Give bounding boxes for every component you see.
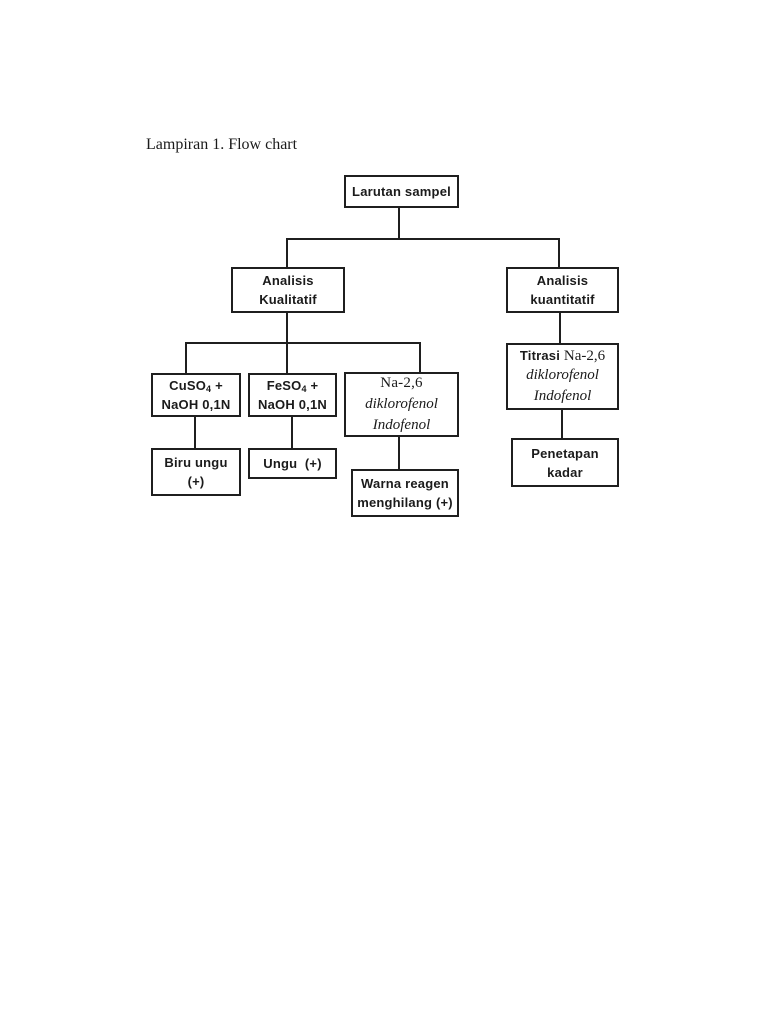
connector-na26-drop <box>419 342 421 372</box>
flowchart-node-warna-reagen: Warna reagen menghilang (+) <box>351 469 459 517</box>
node-label-line2: NaOH 0,1N <box>258 397 327 412</box>
connector-cuso4-result <box>194 417 196 448</box>
node-label-line1: Na-2,6 <box>380 375 423 391</box>
connector-qualitative-down <box>286 313 288 344</box>
node-label-line2: kadar <box>547 464 583 480</box>
node-label-formula: CuSO4 + <box>169 378 223 394</box>
connector-root-down <box>398 208 400 239</box>
flowchart-node-analisis-kualitatif: Analisis Kualitatif <box>231 267 345 313</box>
connector-level1-horizontal <box>286 238 560 240</box>
node-label-line2: NaOH 0,1N <box>161 397 231 412</box>
node-label-line3: Indofenol <box>533 387 592 404</box>
flowchart-node-analisis-kuantitatif: Analisis kuantitatif <box>506 267 619 313</box>
node-label-line1: Warna reagen <box>361 476 449 491</box>
page-title: Lampiran 1. Flow chart <box>146 136 298 153</box>
node-label: Ungu (+) <box>263 456 322 471</box>
node-label-line1: Analisis <box>262 273 314 288</box>
node-label-line2: diklorofenol <box>365 396 438 412</box>
flowchart-node-larutan-sampel: Larutan sampel <box>344 175 459 208</box>
node-label: Larutan sampel <box>352 184 451 199</box>
flowchart-node-penetapan-kadar: Penetapan kadar <box>511 438 619 487</box>
node-label-line3: Indofenol <box>372 417 431 433</box>
flowchart-node-feso4-naoh: FeSO4 + NaOH 0,1N <box>248 373 337 417</box>
node-label-line1: Penetapan <box>531 445 599 461</box>
connector-cuso4-drop <box>185 342 187 373</box>
node-label-line2: (+) <box>187 474 205 489</box>
node-label-line2: Kualitatif <box>259 292 317 307</box>
connector-feso4-drop <box>286 342 288 373</box>
node-label-line1: Titrasi Na-2,6 <box>519 347 606 364</box>
node-label-line2: diklorofenol <box>526 366 599 383</box>
flowchart-node-biru-ungu: Biru ungu (+) <box>151 448 241 496</box>
flowchart-node-na26-diklorofenol: Na-2,6 diklorofenol Indofenol <box>344 372 459 437</box>
flowchart-node-cuso4-naoh: CuSO4 + NaOH 0,1N <box>151 373 241 417</box>
flowchart-node-ungu: Ungu (+) <box>248 448 337 479</box>
node-label-formula: FeSO4 + <box>266 378 319 394</box>
connector-titrasi-down <box>561 410 563 438</box>
connector-quantitative-down <box>559 313 561 343</box>
node-label-line2: kuantitatif <box>530 292 595 307</box>
flowchart-node-titrasi-na26: Titrasi Na-2,6 diklorofenol Indofenol <box>506 343 619 410</box>
connector-level2-horizontal <box>185 342 421 344</box>
connector-qualitative-drop <box>286 238 288 267</box>
node-label-line1: Biru ungu <box>164 455 228 470</box>
connector-quantitative-drop <box>558 238 560 267</box>
node-label-line2: menghilang (+) <box>357 495 453 510</box>
connector-na26-result <box>398 437 400 469</box>
connector-feso4-result <box>291 417 293 448</box>
node-label-line1: Analisis <box>536 273 589 288</box>
